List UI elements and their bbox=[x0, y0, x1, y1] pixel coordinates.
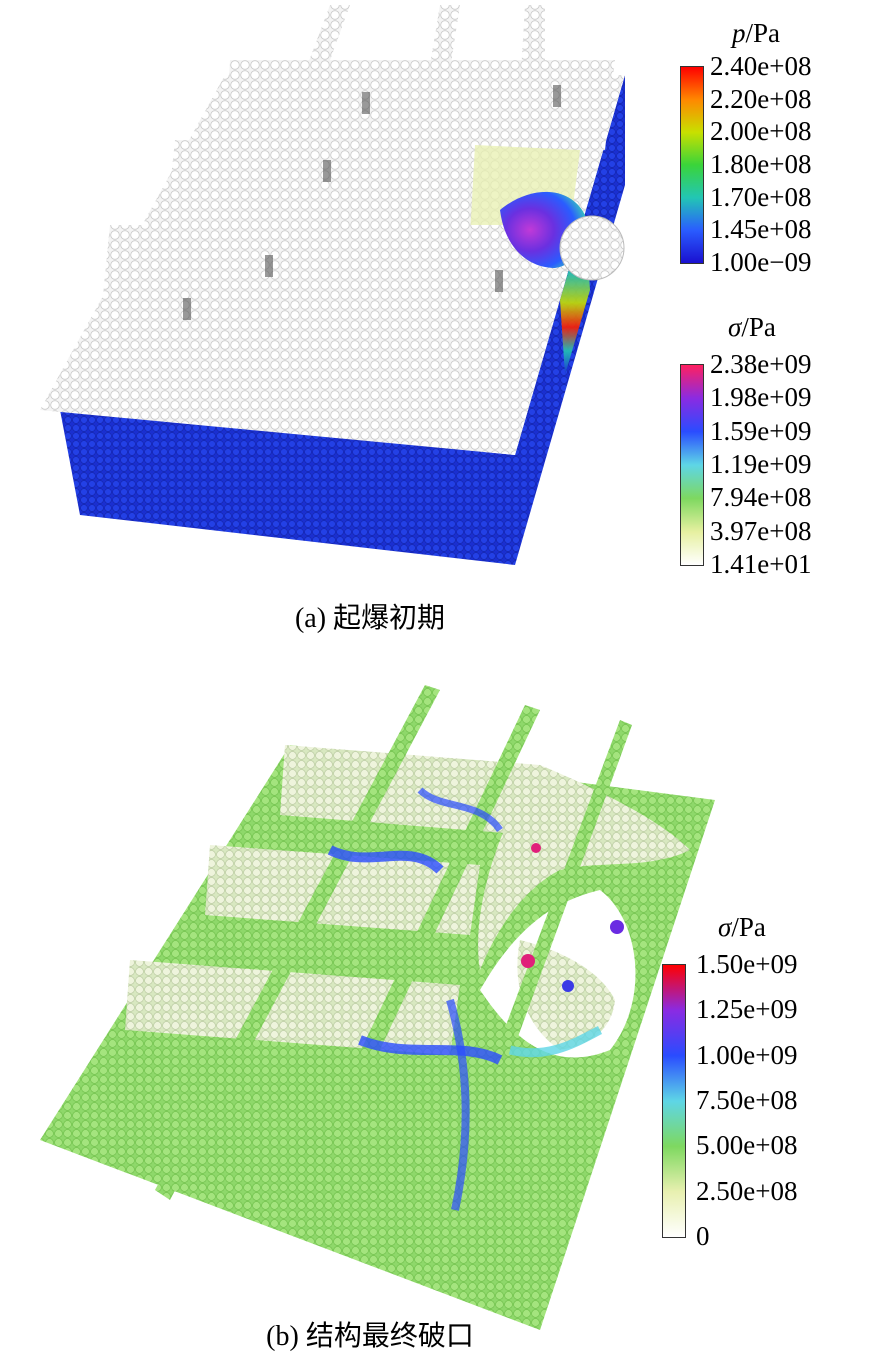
colorbar-tick-label: 1.00e−09 bbox=[710, 247, 812, 277]
colorbar-tick-label: 3.97e+08 bbox=[710, 515, 812, 546]
panel-b: σ/Pa 1.50e+09 1.25e+09 1.00e+09 7.50e+08 5.0… bbox=[0, 670, 886, 1358]
colorbar-tick-label: 1.19e+09 bbox=[710, 449, 812, 479]
colorbar-tick-label: 2.38e+09 bbox=[710, 349, 812, 379]
stress-legend-a-title: σ/Pa bbox=[728, 312, 776, 342]
initial-detonation-simulation-image bbox=[40, 5, 625, 565]
stress-colorbar-b bbox=[662, 964, 686, 1238]
colorbar-tick-label: 1.59e+09 bbox=[710, 415, 812, 446]
caption-b: (b) 结构最终破口 bbox=[266, 1321, 474, 1352]
final-breach-simulation-image bbox=[40, 685, 715, 1330]
colorbar-tick-label: 1.45e+08 bbox=[710, 214, 812, 245]
colorbar-tick-label: 7.50e+08 bbox=[696, 1085, 798, 1115]
colorbar-tick-label: 1.80e+08 bbox=[710, 149, 812, 179]
colorbar-tick-label: 1.41e+01 bbox=[710, 549, 812, 579]
colorbar-tick-label: 0 bbox=[696, 1221, 710, 1251]
colorbar-tick-label: 2.50e+08 bbox=[696, 1175, 798, 1206]
colorbar-tick-label: 1.98e+09 bbox=[710, 382, 812, 413]
pressure-legend-title: p/Pa bbox=[732, 18, 781, 48]
stress-legend-b-title: σ/Pa bbox=[718, 912, 766, 942]
pressure-colorbar bbox=[680, 66, 704, 264]
colorbar-tick-label: 5.00e+08 bbox=[696, 1130, 798, 1161]
colorbar-tick-label: 1.00e+09 bbox=[696, 1039, 798, 1070]
colorbar-tick-label: 1.25e+09 bbox=[696, 994, 798, 1025]
stress-colorbar-a bbox=[680, 364, 704, 566]
colorbar-tick-label: 1.70e+08 bbox=[710, 181, 812, 212]
caption-a: (a) 起爆初期 bbox=[294, 603, 446, 634]
colorbar-tick-label: 7.94e+08 bbox=[710, 482, 812, 513]
colorbar-tick-label: 2.20e+08 bbox=[710, 83, 812, 114]
colorbar-tick-label: 2.00e+08 bbox=[710, 116, 812, 147]
colorbar-tick-label: 2.40e+08 bbox=[710, 51, 812, 81]
colorbar-tick-label: 1.50e+09 bbox=[696, 949, 798, 979]
